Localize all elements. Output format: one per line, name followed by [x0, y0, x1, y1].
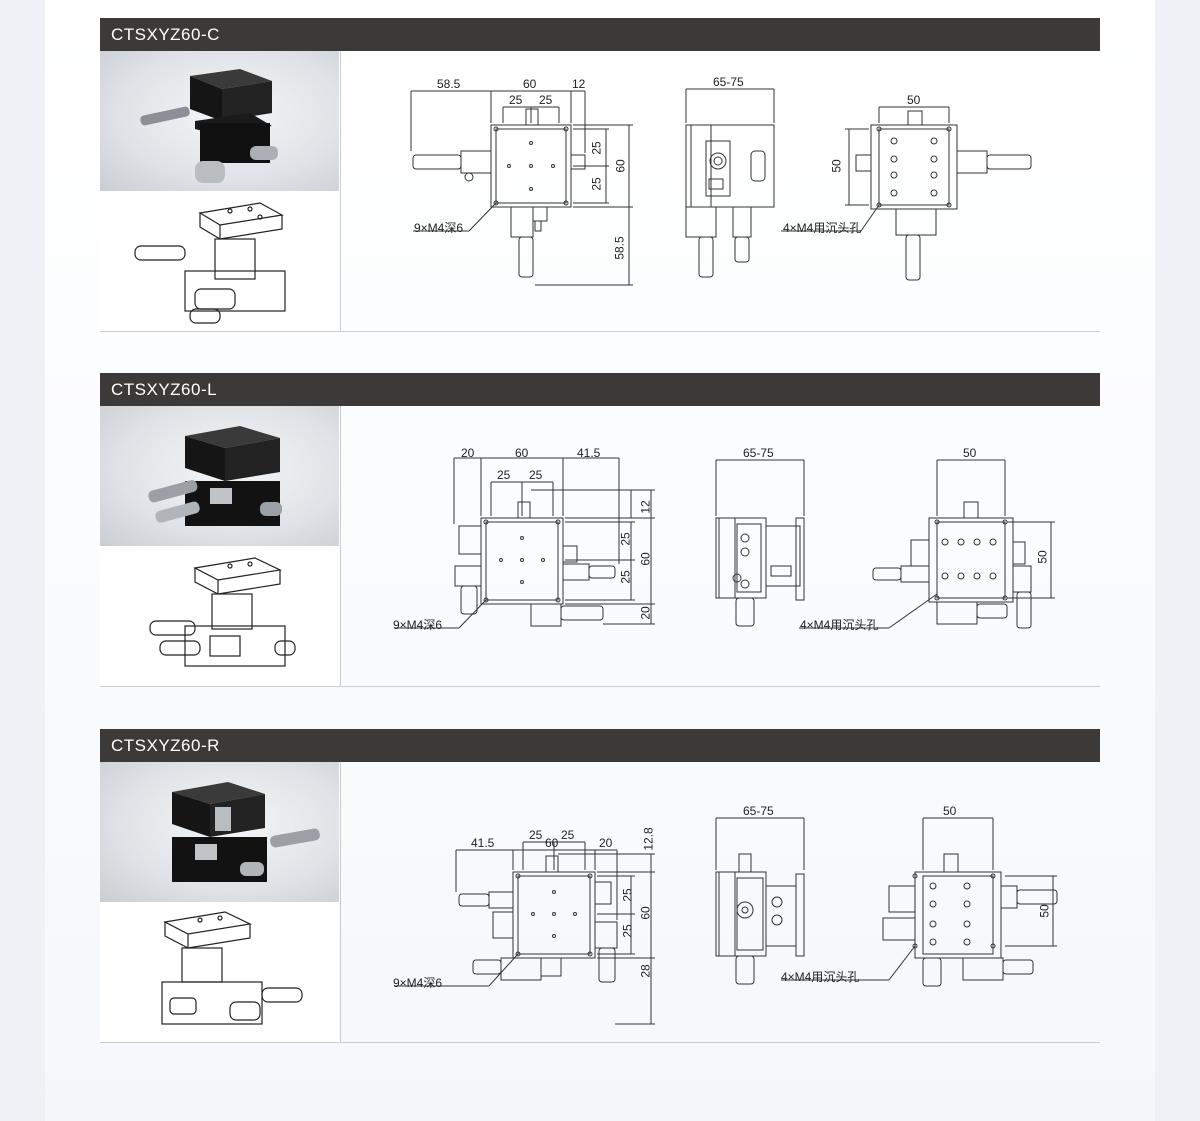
note-holes: 9×M4深6 [393, 976, 443, 990]
dim-hole-b: 25 [539, 93, 553, 107]
top-view [781, 817, 1058, 987]
dim-v-top: 25 [589, 141, 604, 155]
technical-drawing: 58.5 60 12 25 25 25 25 60 58.5 9×M4深6 65… [341, 51, 1100, 331]
section-body: 41.5 60 20 25 25 12.8 25 25 60 28 9×M4深6… [100, 762, 1100, 1043]
note-countersink: 4×M4用沉头孔 [781, 970, 860, 984]
product-section-r: CTSXYZ60-R [100, 729, 1100, 1043]
product-photos [100, 762, 341, 1042]
side-view [685, 88, 775, 278]
note-holes: 9×M4深6 [414, 221, 464, 235]
dim-left: 58.5 [437, 77, 461, 91]
top-view [799, 459, 1055, 629]
technical-drawing: 41.5 60 20 25 25 12.8 25 25 60 28 9×M4深6… [341, 762, 1100, 1042]
dim-width: 60 [545, 836, 559, 850]
dim-hole-a: 25 [497, 468, 511, 482]
technical-drawing: 20 60 41.5 25 25 12 25 25 60 20 9×M4深6 6… [341, 406, 1100, 686]
dim-right: 12 [572, 77, 586, 91]
dim-hole-a: 25 [509, 93, 523, 107]
side-view [715, 459, 805, 627]
dim-top-height: 50 [1035, 550, 1050, 564]
dim-side-width: 65-75 [743, 804, 774, 818]
dim-side-width: 65-75 [713, 75, 744, 89]
side-view [715, 817, 805, 985]
dim-v-top: 25 [620, 888, 635, 902]
section-title: CTSXYZ60-C [100, 18, 1100, 51]
dim-top-height: 50 [829, 159, 844, 173]
product-line-drawing [100, 902, 339, 1042]
dim-v-bottom: 25 [618, 570, 633, 584]
dim-left: 41.5 [471, 836, 495, 850]
product-render-image [100, 406, 339, 546]
section-body: 20 60 41.5 25 25 12 25 25 60 20 9×M4深6 6… [100, 406, 1100, 687]
note-countersink: 4×M4用沉头孔 [783, 221, 862, 235]
dim-hole-a: 25 [529, 828, 543, 842]
section-title: CTSXYZ60-R [100, 729, 1100, 762]
dim-top-width: 50 [907, 93, 921, 107]
product-section-l: CTSXYZ60-L [100, 373, 1100, 687]
dim-top-width: 50 [963, 446, 977, 460]
dim-hole-b: 25 [529, 468, 543, 482]
product-line-drawing [100, 546, 339, 686]
front-view [410, 90, 633, 286]
product-photos [100, 51, 341, 331]
dim-v-bottom: 25 [620, 924, 635, 938]
dim-side-width: 65-75 [743, 446, 774, 460]
front-view [395, 841, 655, 1025]
dim-right: 41.5 [577, 446, 601, 460]
dim-width: 60 [523, 77, 537, 91]
dim-v-total: 60 [638, 552, 653, 566]
front-view [395, 457, 655, 629]
dim-v-bottom: 25 [589, 177, 604, 191]
section-body: 58.5 60 12 25 25 25 25 60 58.5 9×M4深6 65… [100, 51, 1100, 332]
dim-left: 20 [461, 446, 475, 460]
note-holes: 9×M4深6 [393, 618, 443, 632]
dim-v-extra: 12.8 [641, 827, 656, 851]
note-countersink: 4×M4用沉头孔 [800, 618, 879, 632]
dim-v-lower: 20 [638, 606, 653, 620]
dim-v-total: 60 [613, 159, 628, 173]
dim-v-lower: 28 [638, 964, 653, 978]
dim-width: 60 [515, 446, 529, 460]
section-title: CTSXYZ60-L [100, 373, 1100, 406]
product-line-drawing [100, 191, 339, 331]
dim-hole-b: 25 [561, 828, 575, 842]
product-render-image [100, 762, 339, 902]
dim-right: 20 [599, 836, 613, 850]
product-section-c: CTSXYZ60-C [100, 18, 1100, 332]
dim-top-height: 50 [1037, 904, 1052, 918]
top-view [781, 106, 1032, 281]
dim-v-total: 60 [638, 906, 653, 920]
dim-v-lower: 58.5 [612, 236, 627, 260]
product-render-image [100, 51, 339, 191]
dim-v-extra: 12 [638, 500, 653, 514]
dim-top-width: 50 [943, 804, 957, 818]
product-photos [100, 406, 341, 686]
dim-v-top: 25 [618, 532, 633, 546]
